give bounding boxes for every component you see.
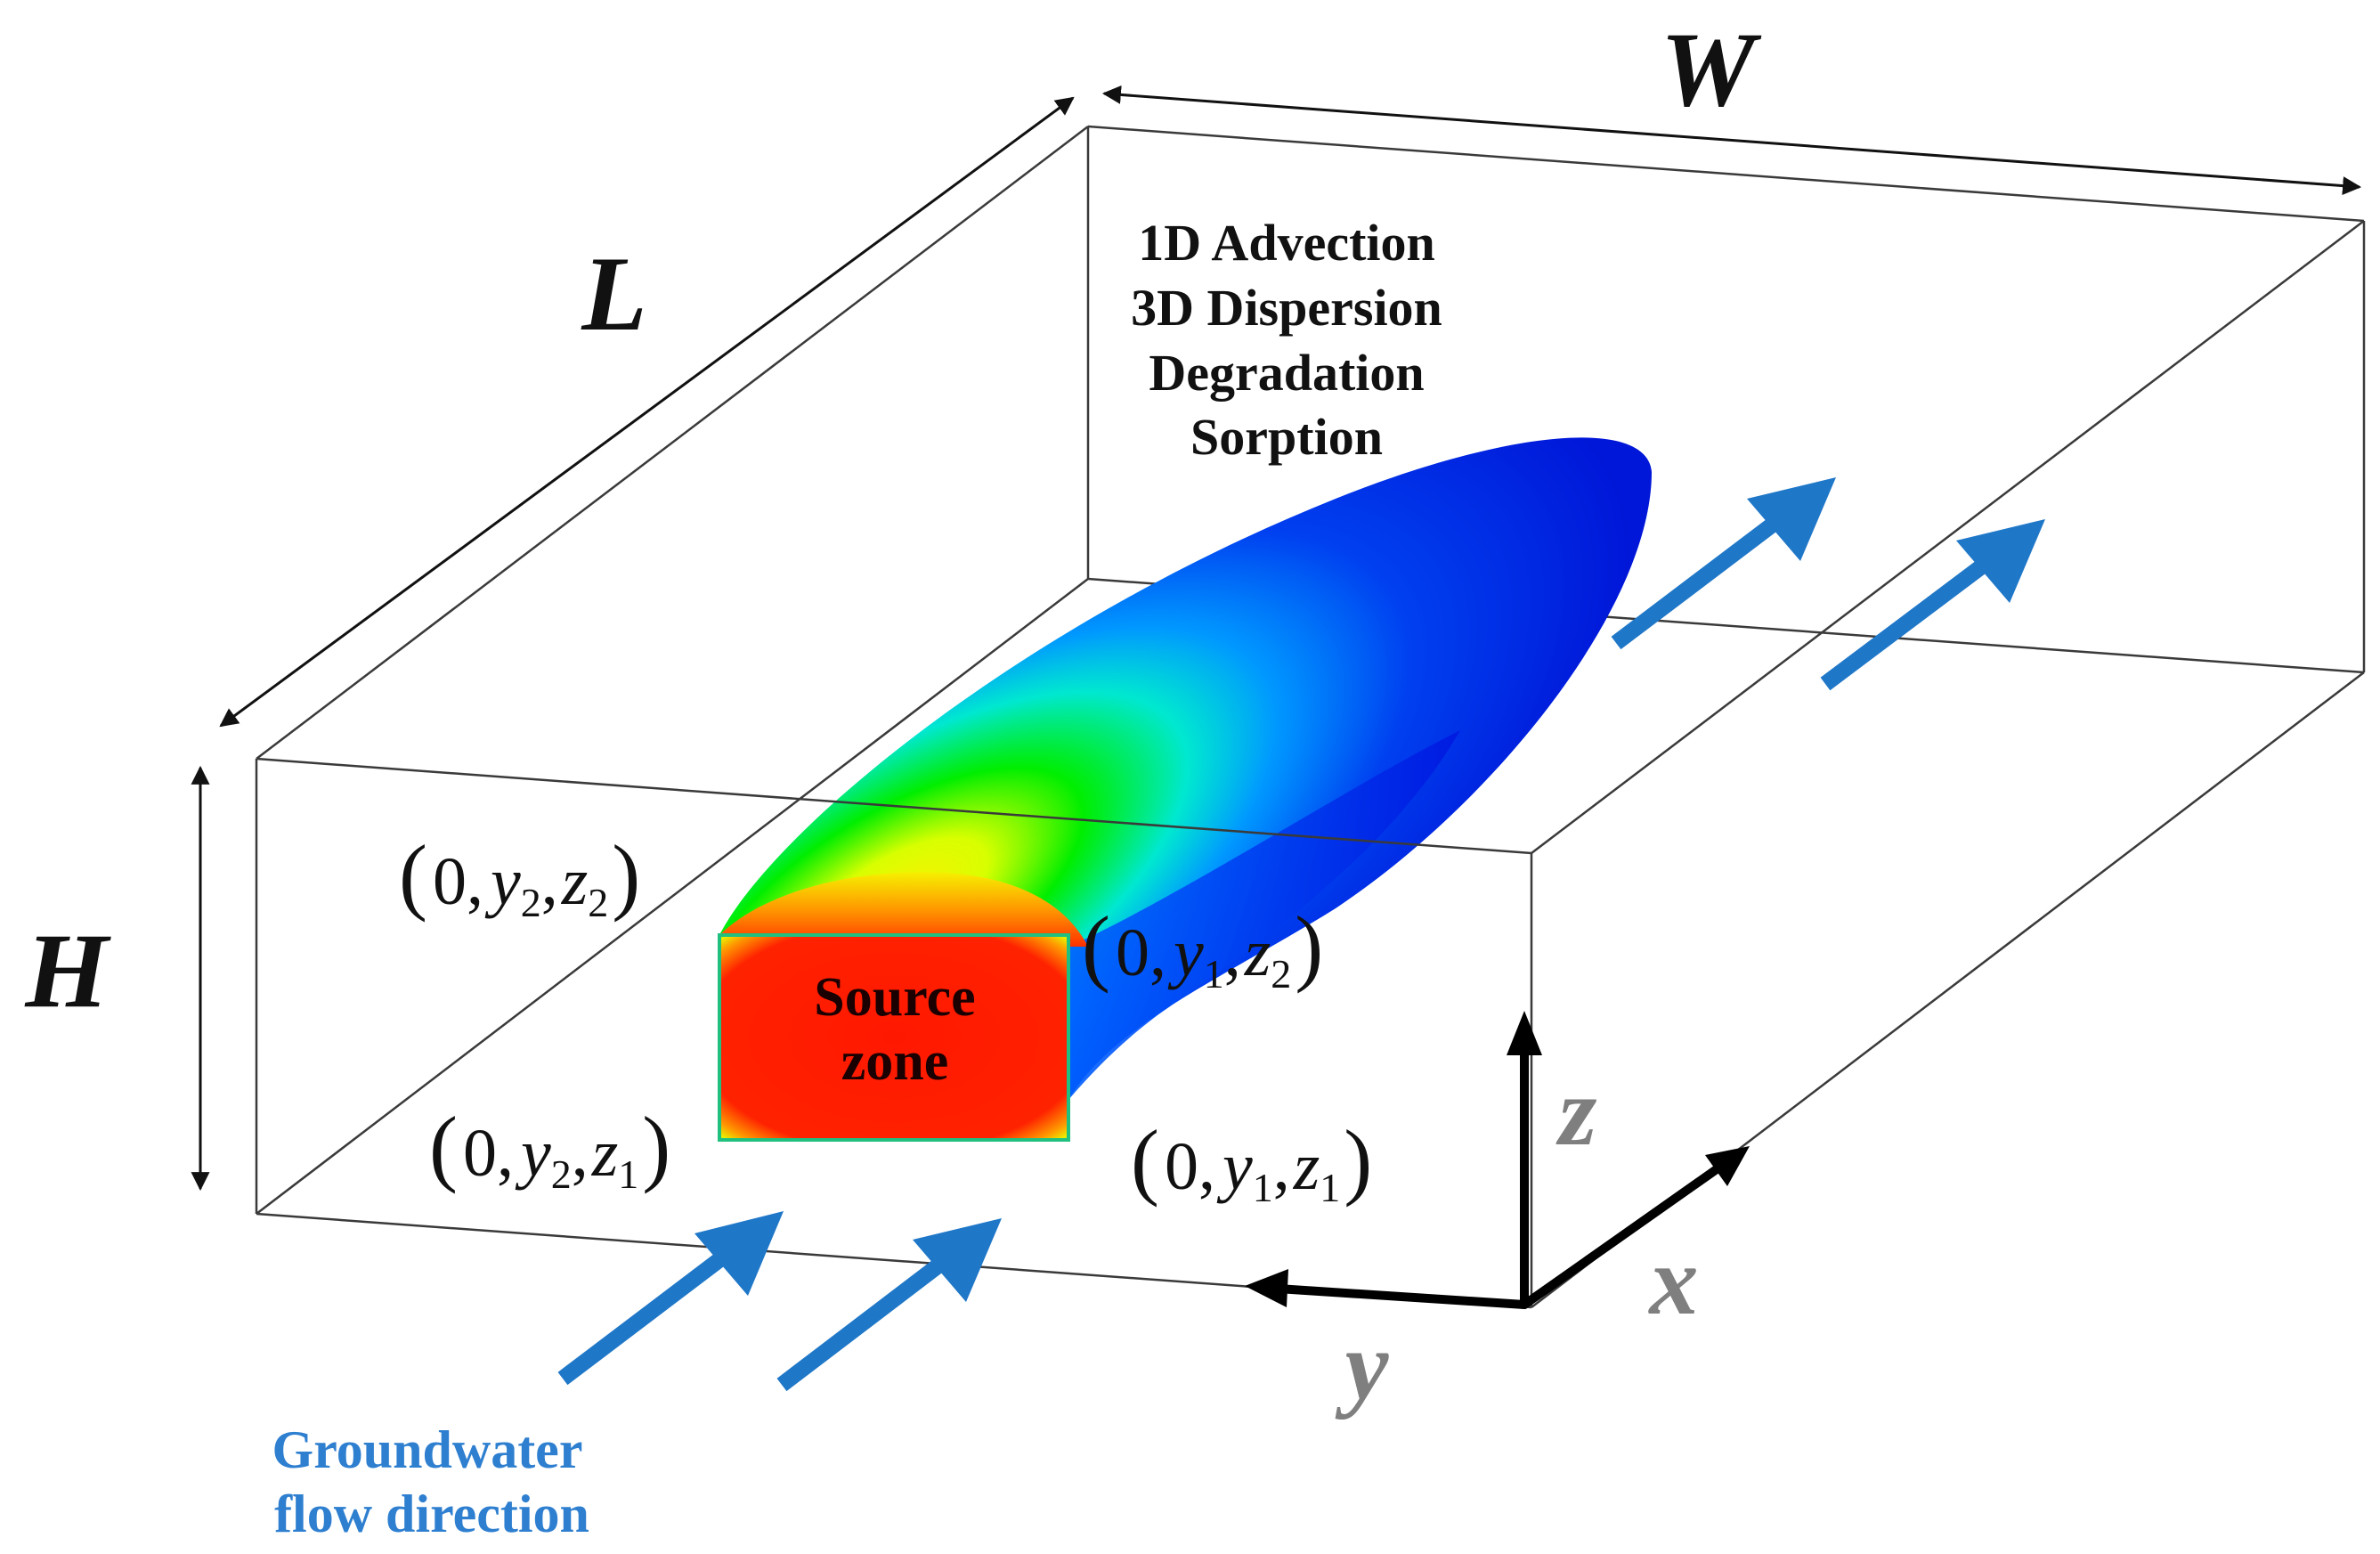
coordinate-axes	[1245, 1011, 1750, 1309]
x-axis	[1520, 1160, 1727, 1309]
flow-arrow-2	[776, 1218, 1002, 1392]
width-dimension-arrow	[1101, 85, 2362, 196]
process-advection: 1D Advection	[1138, 214, 1435, 272]
y-axis-arrowhead	[1245, 1269, 1288, 1307]
flow-direction-label: Groundwater flow direction	[272, 1420, 589, 1543]
corner-bottom-left-coord: (0,y2,z1)	[429, 1099, 670, 1197]
source-zone-line2: zone	[841, 1031, 949, 1092]
width-label: W	[1661, 10, 1762, 128]
corner-top-left-coord: (0,y2,z2)	[399, 827, 640, 925]
dimension-arrows	[191, 85, 2362, 1192]
flow-label-line2: flow direction	[274, 1485, 589, 1543]
height-label: H	[24, 911, 111, 1029]
process-dispersion: 3D Dispersion	[1131, 279, 1442, 337]
corner-bottom-right-coord: (0,y1,z1)	[1131, 1112, 1372, 1210]
source-zone-line1: Source	[814, 967, 975, 1028]
source-zone-label: Source zone	[814, 967, 975, 1092]
flow-label-line1: Groundwater	[272, 1420, 583, 1479]
x-axis-label: x	[1648, 1226, 1699, 1335]
contaminant-plume	[718, 437, 1652, 1142]
plume-right-side	[1068, 730, 1460, 1100]
corner-top-right-coord: (0,y1,z2)	[1082, 899, 1323, 997]
length-label: L	[581, 234, 646, 353]
process-sorption: Sorption	[1190, 408, 1383, 466]
process-degradation: Degradation	[1149, 344, 1424, 402]
source-zone-face	[718, 933, 1070, 1142]
z-axis-arrowhead	[1507, 1011, 1542, 1055]
flow-arrow-4	[1820, 519, 2045, 691]
source-zone-top	[719, 872, 1088, 947]
length-dimension-arrow	[219, 96, 1075, 728]
y-axis-label: y	[1335, 1311, 1390, 1420]
flow-arrow-1	[557, 1211, 784, 1386]
z-axis-label: z	[1556, 1057, 1597, 1166]
flow-arrow-3	[1611, 477, 1836, 650]
x-axis-arrowhead	[1705, 1146, 1750, 1186]
y-axis	[1273, 1284, 1529, 1309]
process-list: 1D Advection 3D Dispersion Degradation S…	[1131, 214, 1442, 466]
flow-arrows	[557, 477, 2045, 1392]
